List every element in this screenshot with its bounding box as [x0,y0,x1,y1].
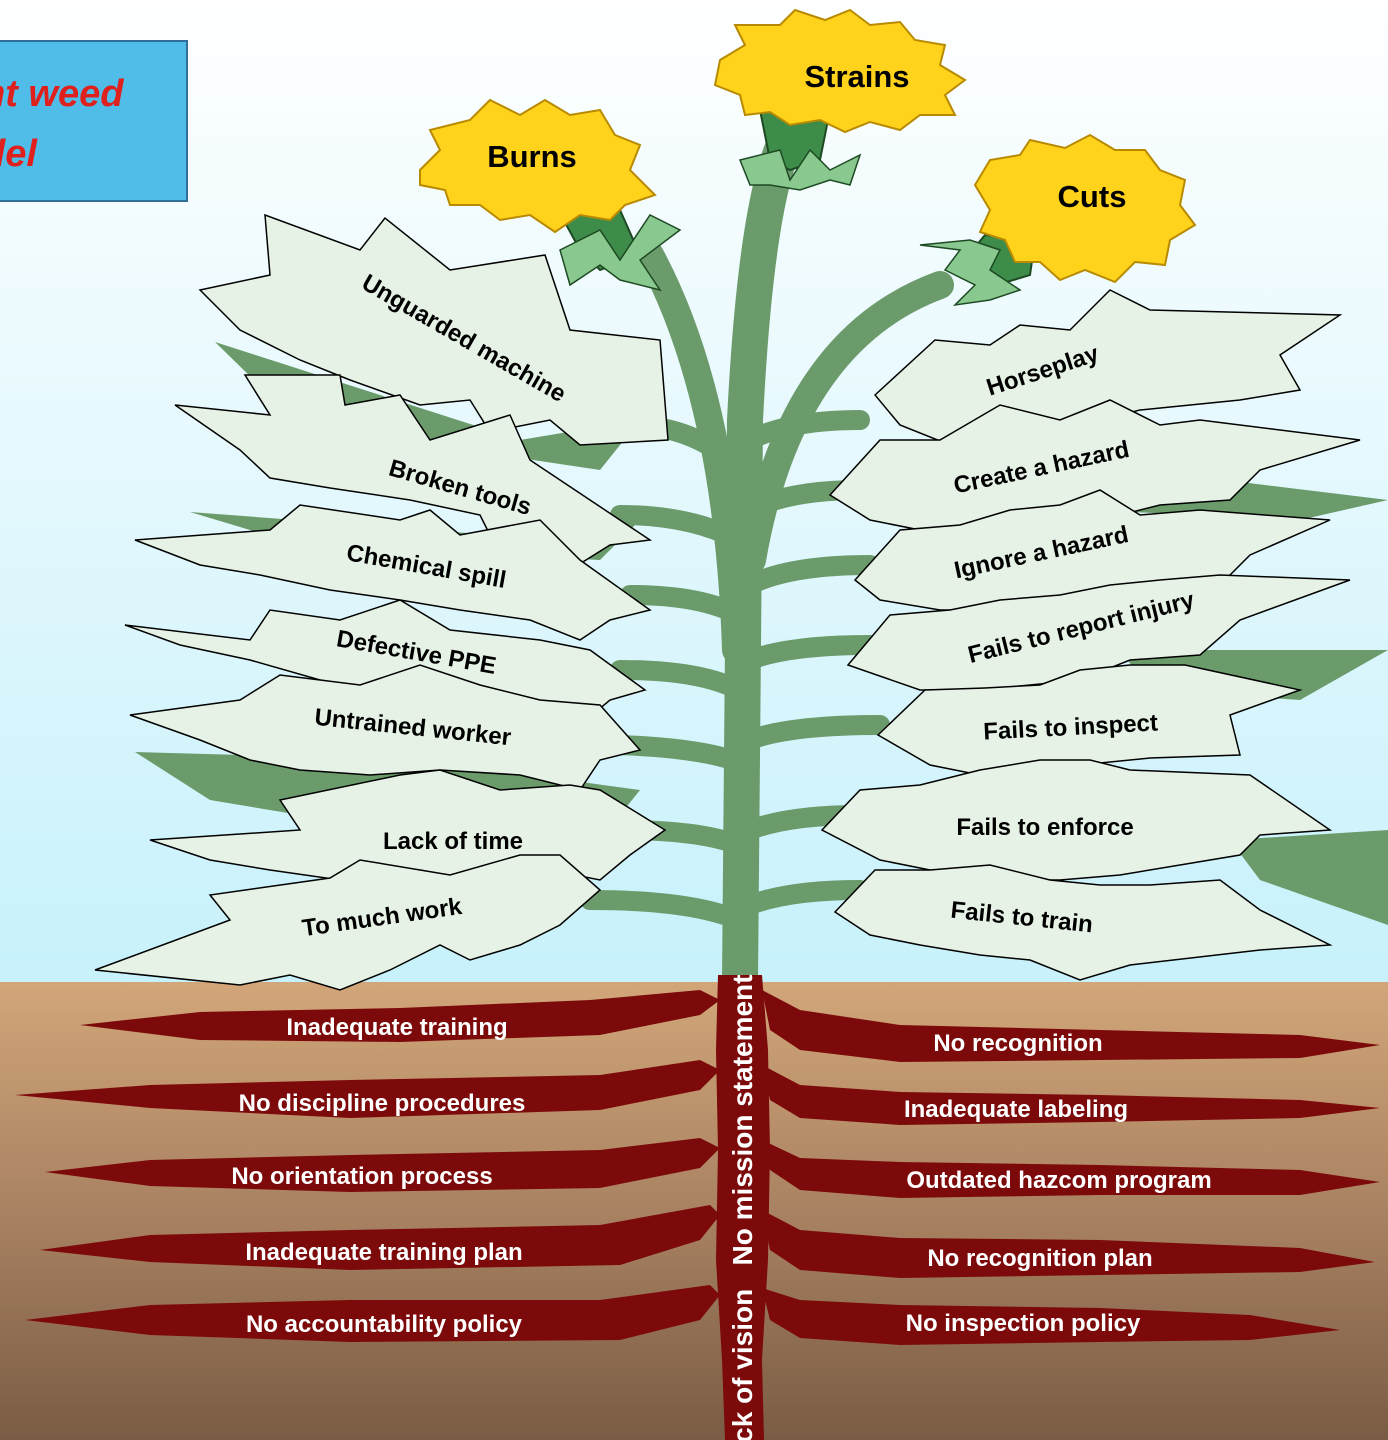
root-right-1 [762,990,1380,1062]
root-left-2 [15,1060,720,1118]
root-left-1 [80,990,720,1042]
root-left-3 [45,1138,720,1192]
taproot [716,975,770,1440]
root-label-outdated-hazcom: Outdated hazcom program [906,1167,1211,1194]
root-label-no-recognition: No recognition [933,1030,1102,1057]
title-line-1: nt weed [0,73,124,115]
flower-label-strains: Strains [804,59,909,94]
title-line-2: del [0,133,37,175]
root-label-inadequate-labeling: Inadequate labeling [904,1096,1128,1123]
leaf-label-fails-enforce: Fails to enforce [956,814,1133,841]
root-left-5 [25,1285,720,1342]
leaf-fails-train [833,864,1333,981]
flower-cuts [919,133,1197,307]
root-label-no-orientation: No orientation process [231,1163,492,1190]
leaf-to-much-work [94,854,602,991]
title-box: nt weed del [0,40,188,202]
root-left-4 [40,1205,720,1270]
flower-burns [419,98,682,292]
flower-label-burns: Burns [487,139,577,174]
flower-strains [713,8,967,191]
root-right-5 [762,1288,1340,1345]
taproot-label: Lack of vision No mission statement [727,974,758,1440]
root-right-3 [762,1140,1380,1198]
root-label-no-accountability: No accountability policy [246,1311,523,1338]
right-leaves [820,289,1361,981]
root-right-2 [762,1065,1380,1125]
flower-label-cuts: Cuts [1058,179,1127,214]
left-leaves [94,213,669,991]
root-label-inadequate-training: Inadequate training [286,1014,507,1041]
leaf-chemical-spill [134,504,652,641]
root-label-no-recognition-plan: No recognition plan [927,1245,1152,1272]
roots [15,975,1380,1440]
root-label-no-inspection: No inspection policy [906,1310,1141,1337]
leaf-untrained-worker [129,664,642,791]
root-label-no-discipline: No discipline procedures [239,1090,526,1117]
leaf-label-lack-of-time: Lack of time [383,828,523,855]
root-label-inadequate-training-plan: Inadequate training plan [245,1239,522,1266]
root-right-4 [762,1210,1375,1278]
leaf-unguarded-machine [198,213,669,446]
